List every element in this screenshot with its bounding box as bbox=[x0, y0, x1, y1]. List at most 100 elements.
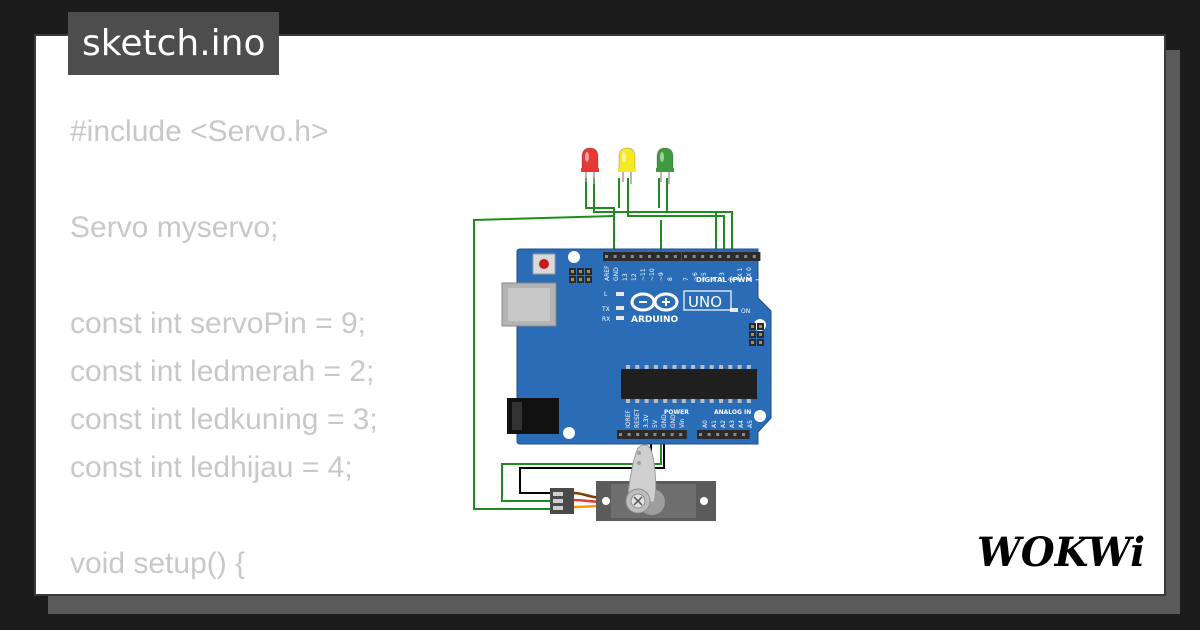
pin-label: RX 0 bbox=[746, 267, 753, 281]
pin-label: 3.3V bbox=[643, 413, 650, 428]
tx-led-label: TX bbox=[601, 306, 610, 313]
header-pin[interactable] bbox=[665, 255, 669, 258]
pin-label: A4 bbox=[738, 420, 745, 428]
pin-label: 5V bbox=[652, 419, 659, 428]
uno-box bbox=[683, 290, 732, 311]
header-pin[interactable] bbox=[639, 255, 643, 258]
pin-label: GND bbox=[661, 414, 668, 428]
on-led-label: ON bbox=[741, 308, 750, 315]
icsp-header bbox=[569, 268, 592, 283]
filename-tag: sketch.ino bbox=[68, 12, 280, 75]
wokwi-logo-text: WOKWi bbox=[977, 529, 1145, 576]
header-pin[interactable] bbox=[622, 255, 626, 258]
pin-label: ~11 bbox=[640, 268, 647, 281]
header-pin[interactable] bbox=[744, 255, 748, 258]
header-pin[interactable] bbox=[673, 255, 677, 258]
header-pin[interactable] bbox=[636, 433, 640, 436]
pin-label: A5 bbox=[747, 420, 754, 428]
wire bbox=[473, 215, 615, 510]
header-pin[interactable] bbox=[699, 433, 702, 436]
l-led bbox=[616, 292, 624, 296]
header-pin[interactable] bbox=[670, 433, 674, 436]
header-pin[interactable] bbox=[716, 433, 720, 436]
power-analog-header[interactable] bbox=[617, 430, 750, 439]
header-pin[interactable] bbox=[724, 433, 728, 436]
header-pin[interactable] bbox=[656, 255, 660, 258]
pin-label: A3 bbox=[729, 420, 736, 428]
led-green[interactable] bbox=[656, 147, 674, 184]
header-pin[interactable] bbox=[735, 255, 739, 258]
code-line: #include <Servo.h> bbox=[70, 115, 329, 148]
pin-label: 7 bbox=[683, 277, 690, 281]
wokwi-logo: WOKWi bbox=[977, 529, 1145, 576]
pin-label: 13 bbox=[622, 273, 629, 281]
pin-label: RESET bbox=[634, 408, 641, 428]
arduino-brand: ARDUINO bbox=[631, 315, 679, 325]
pin-label: 12 bbox=[631, 273, 638, 281]
header-pin[interactable] bbox=[701, 255, 705, 258]
pin-label: ~9 bbox=[658, 272, 665, 281]
wire bbox=[666, 178, 733, 254]
code-line: const int servoPin = 9; bbox=[70, 307, 366, 340]
header-pin[interactable] bbox=[627, 433, 631, 436]
code-line: void setup() { bbox=[70, 547, 246, 580]
power-jack-inner bbox=[512, 402, 522, 430]
usb-port-inner bbox=[508, 288, 550, 321]
servo-mount-hole bbox=[602, 497, 610, 505]
header-pin[interactable] bbox=[648, 255, 651, 258]
led-yellow[interactable] bbox=[618, 147, 636, 184]
header-pin[interactable] bbox=[679, 433, 683, 436]
pin-label: 4 bbox=[710, 277, 717, 281]
header-pin[interactable] bbox=[653, 433, 657, 436]
header-pin[interactable] bbox=[662, 433, 665, 436]
header-pin[interactable] bbox=[684, 255, 687, 258]
header-pin[interactable] bbox=[752, 255, 756, 258]
header-pin[interactable] bbox=[605, 255, 608, 258]
header-pin[interactable] bbox=[742, 433, 745, 436]
header-pin[interactable] bbox=[707, 433, 711, 436]
code-line bbox=[70, 252, 378, 300]
pin-label: 2 bbox=[728, 277, 735, 281]
servo-motor[interactable] bbox=[550, 444, 716, 521]
code-line: Servo myservo; bbox=[70, 211, 279, 244]
microcontroller-chip bbox=[621, 365, 757, 403]
header-pin[interactable] bbox=[733, 433, 737, 436]
code-listing: #include <Servo.h> Servo myservo; const in… bbox=[70, 108, 378, 594]
pin-label: A2 bbox=[720, 420, 727, 428]
wire bbox=[627, 178, 725, 254]
on-led bbox=[730, 308, 738, 312]
header-pin[interactable] bbox=[613, 255, 617, 258]
rx-led bbox=[616, 316, 624, 320]
code-line bbox=[70, 492, 378, 540]
pin-label: ~6 bbox=[692, 272, 699, 281]
digital-pin-header[interactable] bbox=[603, 252, 761, 261]
code-line bbox=[70, 156, 378, 204]
pin-label: A1 bbox=[711, 420, 718, 428]
servo-horn[interactable] bbox=[627, 444, 657, 503]
servo-mount-hole bbox=[700, 497, 708, 505]
tx-led bbox=[616, 306, 624, 310]
status-leds: L TX RX ON bbox=[601, 291, 750, 323]
wire bbox=[519, 436, 665, 494]
header-pin[interactable] bbox=[644, 433, 648, 436]
header-pin[interactable] bbox=[630, 255, 634, 258]
pin-label: TX 1 bbox=[737, 267, 744, 282]
pin-label: GND bbox=[613, 267, 620, 281]
pin-label: ~3 bbox=[719, 272, 726, 281]
rx-led-label: RX bbox=[602, 316, 610, 323]
pin-label: GND bbox=[670, 414, 677, 428]
pin-label: ~10 bbox=[649, 268, 656, 281]
code-line: myservo.attach(9); bbox=[70, 588, 378, 594]
led-red[interactable] bbox=[581, 147, 599, 184]
reset-button-cap[interactable] bbox=[539, 259, 549, 269]
analog-label: ANALOG IN bbox=[714, 409, 751, 416]
header-pin[interactable] bbox=[727, 255, 730, 258]
header-pin[interactable] bbox=[718, 255, 722, 258]
header-pin[interactable] bbox=[619, 433, 622, 436]
header-pin[interactable] bbox=[692, 255, 696, 258]
header-pin[interactable] bbox=[709, 255, 713, 258]
